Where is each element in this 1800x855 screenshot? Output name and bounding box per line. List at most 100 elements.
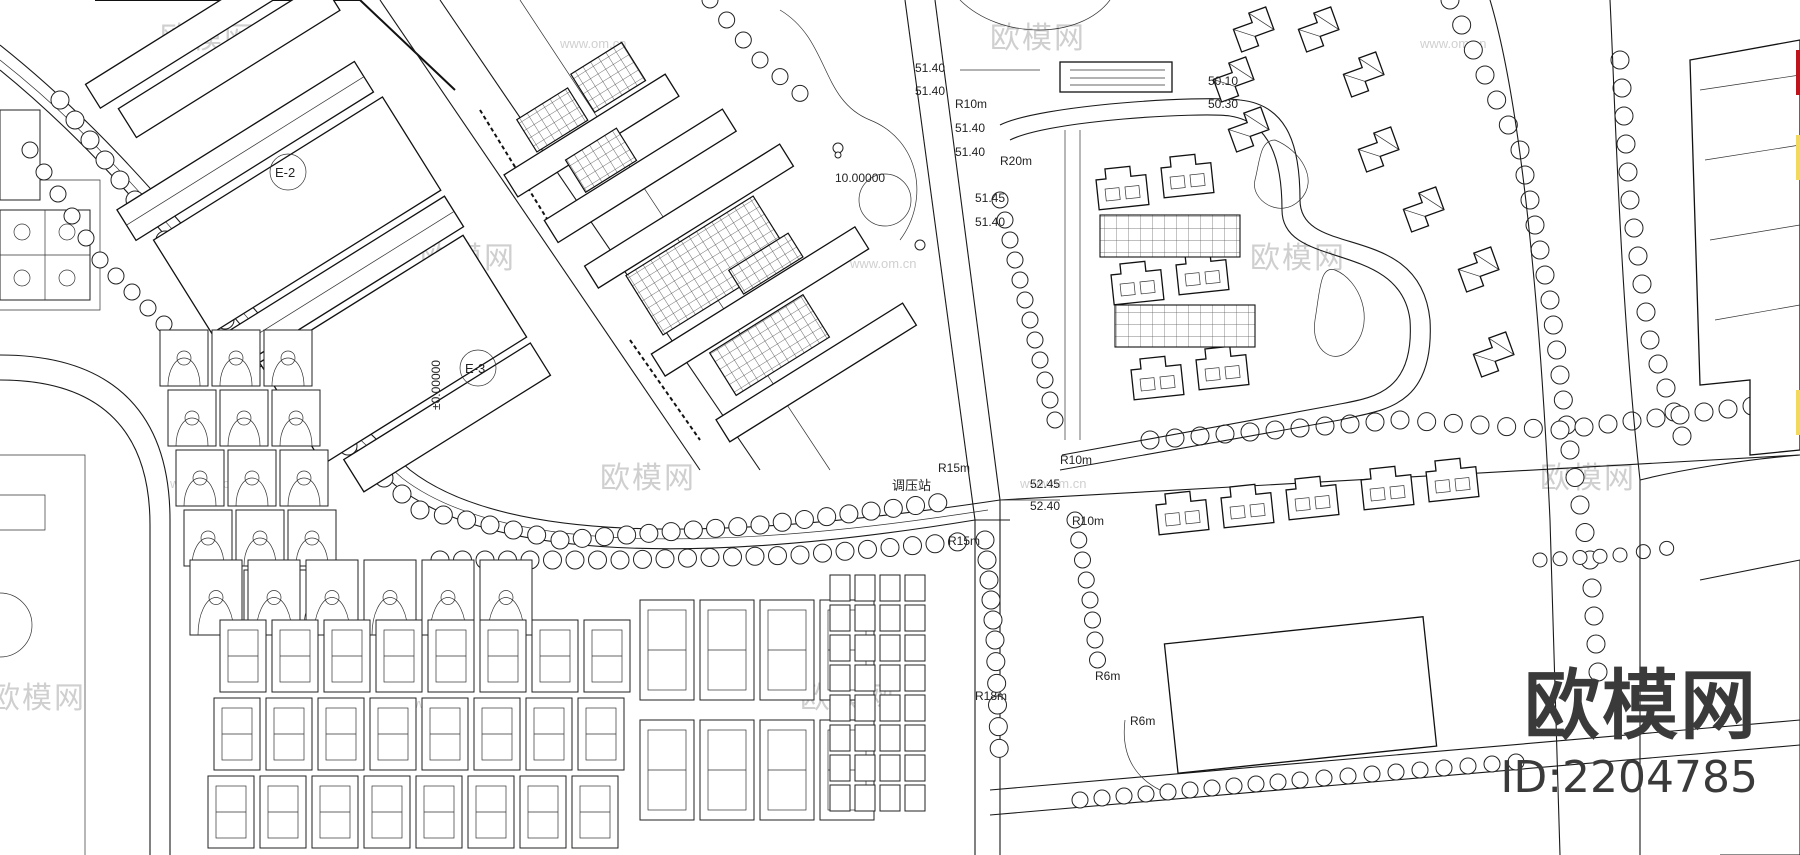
tree: [1656, 378, 1676, 398]
court-unit: [699, 719, 755, 821]
tree: [906, 496, 926, 516]
villa-outline: [1220, 483, 1275, 529]
elevation-text: 50.30: [1208, 97, 1238, 111]
house-roof: [1457, 246, 1500, 293]
tree: [1363, 765, 1381, 783]
tree: [1565, 468, 1585, 487]
parking-bay: [854, 754, 876, 782]
court-unit: [639, 599, 695, 701]
parking-bay: [854, 724, 876, 752]
tree: [996, 211, 1014, 229]
house-unit: [1357, 126, 1400, 173]
tree: [772, 512, 792, 532]
court-key: [287, 477, 321, 507]
east-edge: [1489, 0, 1800, 855]
court-unit: [583, 619, 631, 693]
tree: [1021, 311, 1039, 329]
court-center: [498, 590, 514, 605]
tree: [1269, 773, 1287, 791]
tree: [1572, 550, 1588, 565]
court-center: [252, 530, 268, 546]
tree: [123, 283, 141, 301]
court-unit: [219, 619, 267, 693]
court-center: [382, 590, 398, 605]
tree: [1640, 330, 1660, 350]
villa-outline: [1195, 345, 1250, 391]
court-unit: [525, 697, 573, 771]
tree: [1041, 391, 1059, 409]
villa-window: [1104, 187, 1121, 202]
court-center: [296, 470, 312, 486]
tree: [1115, 787, 1133, 805]
tree: [718, 11, 736, 29]
edge-yellow-marker: [1796, 135, 1800, 180]
tree: [1081, 591, 1099, 609]
villa-window: [1204, 367, 1221, 382]
parking-bay: [829, 664, 851, 692]
tree: [1550, 420, 1570, 440]
tree: [1612, 78, 1632, 98]
house-unit: [1212, 56, 1255, 103]
court-unit: [759, 599, 815, 701]
tree: [1203, 779, 1221, 797]
house-ridge: [1213, 62, 1255, 87]
house-ridge: [1343, 57, 1385, 82]
watermark-domain: www.om.cn: [1019, 476, 1086, 491]
parking-bay: [854, 784, 876, 812]
detached-houses: [1212, 6, 1515, 378]
tree: [1622, 411, 1642, 431]
court-key: [371, 597, 409, 636]
court-key: [235, 477, 269, 507]
tree: [1552, 551, 1568, 567]
tree: [565, 550, 585, 570]
tree: [987, 673, 1007, 693]
house-unit: [1342, 51, 1385, 98]
basketball-court: [235, 509, 285, 567]
tree: [1547, 340, 1567, 360]
court-unit: [375, 619, 423, 693]
tree: [588, 550, 607, 570]
tree: [1498, 115, 1518, 135]
tree: [751, 51, 769, 69]
villa-window: [1159, 375, 1176, 390]
court-key: [175, 417, 209, 447]
parking-bay: [879, 724, 901, 752]
parking-bay: [904, 664, 926, 692]
tree: [985, 630, 1005, 650]
tree: [1540, 290, 1560, 310]
coordinate-text: 10.00000: [835, 171, 885, 185]
coordinate-text: ±0.00000: [429, 360, 443, 410]
house-roof: [1472, 331, 1515, 378]
watermark-domain: www.om.cn: [849, 256, 916, 271]
tree: [1497, 417, 1517, 437]
villa-window: [1454, 477, 1471, 492]
court-unit: [369, 697, 417, 771]
villa-window: [1189, 173, 1206, 188]
tree: [979, 570, 999, 590]
house-ridge: [1233, 12, 1275, 37]
tree: [1483, 755, 1501, 773]
tree: [1598, 414, 1618, 434]
court-key: [279, 417, 313, 447]
tree: [813, 543, 832, 563]
villa-window: [1164, 512, 1181, 527]
tree: [1365, 412, 1385, 432]
radius-text: R10m: [1072, 514, 1104, 528]
tree: [903, 536, 922, 556]
station-label: 调压站: [892, 478, 931, 493]
tree: [1440, 0, 1460, 10]
tree: [1487, 90, 1507, 110]
tree: [1315, 769, 1333, 787]
tree: [948, 532, 967, 552]
tree: [610, 550, 630, 570]
villa-window: [1169, 175, 1186, 190]
tree: [572, 528, 592, 548]
parking-bay: [904, 604, 926, 632]
tree: [1550, 365, 1570, 385]
villa-unit: [1130, 355, 1185, 401]
parking-bay: [904, 574, 926, 602]
house-ridge: [1403, 192, 1445, 217]
tree: [734, 31, 752, 49]
villa-loop: [999, 98, 1431, 471]
